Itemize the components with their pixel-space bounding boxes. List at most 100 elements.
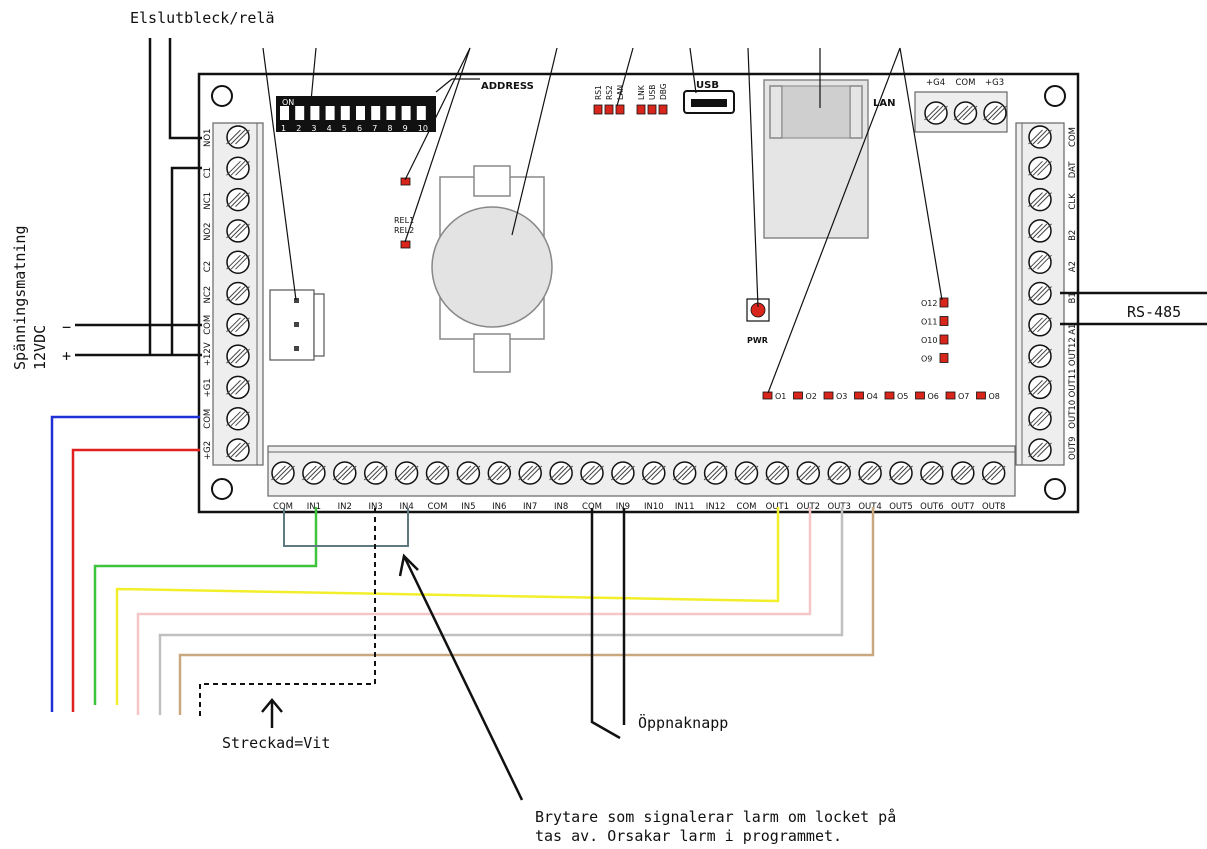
out-led-o1 [762, 391, 773, 400]
status-led-lnk [636, 104, 646, 115]
out-led-o7 [945, 391, 956, 400]
status-led-lan [615, 104, 625, 115]
bottom-terminal-label-11: IN9 [616, 502, 630, 512]
dip-key-9 [401, 106, 411, 120]
left-terminal-screw-5 [226, 281, 250, 306]
out-led-label-o2: O2 [806, 392, 817, 401]
dip-number-9: 9 [403, 124, 408, 133]
dip-key-2 [295, 106, 305, 120]
bottom-terminal-label-20: OUT5 [889, 502, 913, 512]
out-led-label-o6: O6 [928, 392, 939, 401]
rel1-label: REL1 [394, 216, 414, 225]
power-annotation-line1: Spänningsmatning [11, 226, 29, 371]
out-led-label-o8: O8 [989, 392, 1000, 401]
open-button-wires [590, 508, 626, 740]
rs485-wires [1060, 291, 1207, 326]
out-led-o9 [939, 353, 949, 363]
controller-board [197, 72, 1080, 514]
bottom-terminal-screw-5 [425, 461, 450, 485]
left-terminal-label-1: C1 [203, 167, 213, 178]
tamper-annotation-line1: Brytare som signalerar larm om locket på [535, 808, 896, 826]
mount-hole-bottom-left [211, 478, 233, 500]
dip-number-8: 8 [387, 124, 392, 133]
status-led-dbg [658, 104, 668, 115]
usb-label: USB [696, 80, 719, 91]
right-terminal-screw-7 [1028, 344, 1052, 368]
bottom-terminal-screw-15 [734, 461, 759, 485]
status-led-label-dbg: DBG [659, 83, 668, 100]
power-annotation-line2: 12VDC [31, 325, 49, 370]
left-terminal-screw-8 [226, 375, 250, 400]
bottom-terminal-screw-12 [641, 461, 666, 485]
dip-key-1 [280, 106, 289, 120]
top-terminal-screw-0 [924, 101, 948, 125]
callout-leaders [262, 47, 943, 394]
out-led-o3 [823, 391, 834, 400]
dip-number-10: 10 [418, 124, 428, 133]
right-terminal-screw-8 [1028, 375, 1052, 400]
out-led-o11 [939, 316, 949, 326]
bottom-terminal-screw-7 [487, 461, 512, 485]
rs485-label: RS-485 [1127, 303, 1181, 321]
left-terminal-label-7: +12V [203, 342, 213, 366]
bottom-terminal-label-3: IN3 [369, 502, 383, 512]
bottom-terminal-label-6: IN5 [461, 502, 475, 512]
left-terminal-label-5: NC2 [203, 286, 213, 304]
top-terminal-screw-2 [983, 101, 1007, 125]
tamper-annotation-line2: tas av. Orsakar larm i programmet. [535, 827, 842, 845]
bottom-terminal-screw-4 [394, 461, 419, 485]
bottom-terminal-screw-18 [827, 461, 852, 485]
out-led-label-o3: O3 [836, 392, 847, 401]
left-terminal-screw-9 [226, 406, 250, 431]
dip-key-10 [416, 106, 426, 120]
bottom-terminal-label-21: OUT6 [920, 502, 944, 512]
bottom-terminal-label-18: OUT3 [827, 502, 851, 512]
lan-label: LAN [873, 98, 895, 109]
right-terminal-screw-0 [1028, 125, 1052, 149]
left-terminal-screw-2 [226, 187, 250, 212]
status-led-label-rs1: RS1 [594, 85, 603, 100]
dip-key-6 [356, 106, 365, 120]
right-terminal-label-7: OUT12 [1068, 337, 1078, 366]
dip-number-4: 4 [327, 124, 332, 133]
right-terminal-label-0: COM [1068, 127, 1078, 147]
bottom-terminal-label-8: IN7 [523, 502, 537, 512]
bottom-terminal-screw-1 [302, 461, 326, 485]
top-terminal-label-1: COM [956, 78, 976, 88]
out-led-o10 [939, 334, 949, 345]
out-led-o2 [793, 391, 803, 400]
right-terminal-label-10: OUT9 [1068, 436, 1078, 460]
bottom-terminal-label-23: OUT8 [982, 502, 1006, 512]
bottom-terminal-label-17: OUT2 [797, 502, 821, 512]
left-terminal-screw-4 [226, 250, 250, 274]
out-led-label-o5: O5 [897, 392, 908, 401]
three-pin-connector [269, 289, 325, 361]
bottom-terminal-label-9: IN8 [554, 502, 568, 512]
bottom-terminal-label-19: OUT4 [858, 502, 882, 512]
rel2-label: REL2 [394, 226, 414, 235]
top-terminal-label-0: +G4 [926, 78, 945, 88]
bottom-terminal-label-0: COM [273, 502, 293, 512]
pwr-label: PWR [747, 336, 768, 345]
out-led-label-o4: O4 [867, 392, 878, 401]
right-terminal-screw-2 [1028, 187, 1052, 212]
white-wire-dashed [199, 508, 376, 716]
right-terminal-label-5: B1 [1068, 292, 1078, 303]
right-terminal-screw-4 [1028, 250, 1052, 274]
status-led-rs2 [604, 104, 614, 115]
bottom-terminal-label-1: IN1 [307, 502, 321, 512]
right-terminal-screw-3 [1028, 219, 1052, 243]
bottom-terminal-screw-10 [580, 461, 604, 485]
tamper-wire [283, 508, 409, 547]
bottom-terminal-screw-13 [672, 461, 697, 485]
left-terminal-screw-6 [226, 313, 250, 337]
left-terminal-label-0: NO1 [203, 129, 213, 147]
bottom-terminal-label-14: IN12 [706, 502, 726, 512]
left-terminal-label-3: NO2 [203, 222, 213, 240]
bottom-terminal-screw-22 [950, 461, 975, 485]
relay-annotation: Elslutbleck/relä [130, 9, 275, 27]
dip-number-6: 6 [357, 124, 362, 133]
bottom-terminal-label-4: IN4 [399, 502, 413, 512]
bottom-terminal-label-12: IN10 [644, 502, 664, 512]
dashed-legend: Streckad=Vit [222, 734, 330, 752]
